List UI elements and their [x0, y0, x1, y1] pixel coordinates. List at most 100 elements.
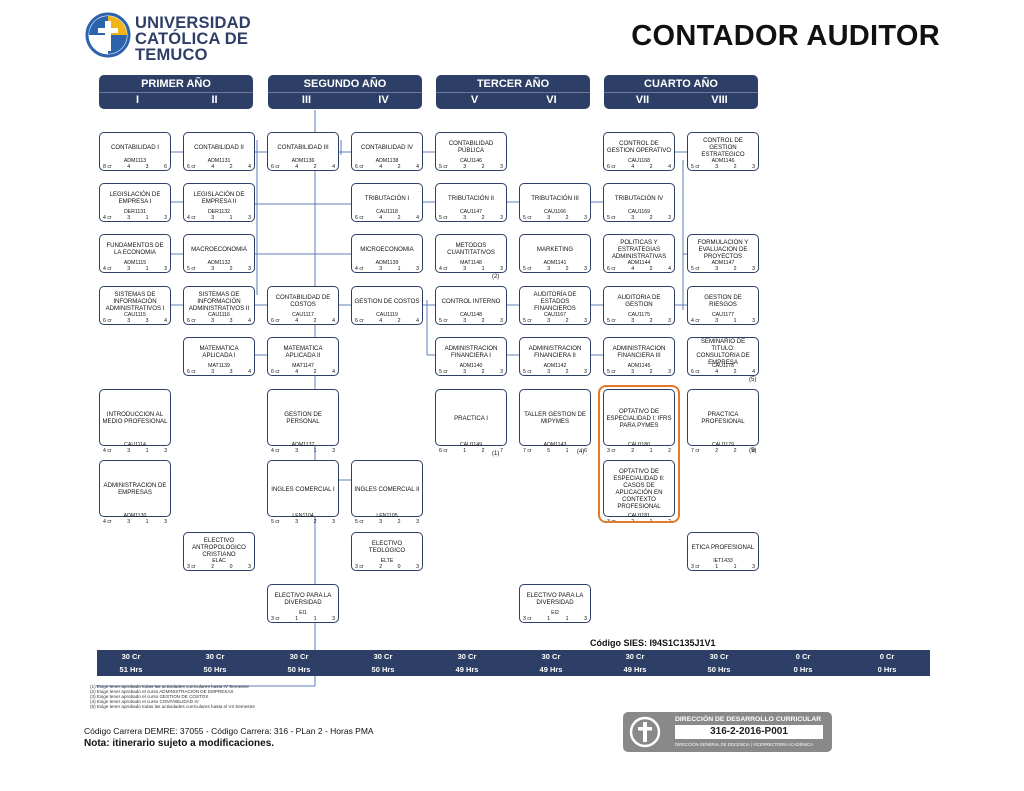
course-code: CAU1177 — [711, 312, 735, 318]
course-code: ADM1130 — [123, 513, 147, 519]
course-hours-1: 3 — [211, 215, 215, 221]
course-box[interactable]: SEMINARIO DE TITULO: CONSULTORIA DE EMPR… — [687, 337, 759, 376]
course-hours-3: 3 — [332, 519, 335, 525]
course-name: ETICA PROFESIONAL — [691, 543, 755, 551]
course-box[interactable]: SISTEMAS DE INFORMACIÓN ADMINISTRATIVOS … — [183, 286, 255, 325]
course-credits: 5 cr — [523, 318, 532, 324]
course-hours-1: 4 — [127, 164, 131, 170]
course-name: GESTION DE COSTOS — [354, 297, 420, 305]
course-hours-2: 2 — [733, 266, 737, 272]
course-box[interactable]: SISTEMAS DE INFORMACIÓN ADMINISTRATIVOS … — [99, 286, 171, 325]
course-hours-1: 3 — [127, 318, 131, 324]
course-code: ELTE — [380, 558, 394, 564]
course-credits: 5 cr — [691, 266, 700, 272]
course-hours-1: 5 — [547, 448, 551, 454]
course-code: CAU1149 — [459, 442, 483, 448]
carrera-code-line: Código Carrera DEMRE: 37055 - Código Car… — [84, 726, 374, 736]
course-credits: 6 cr — [271, 369, 280, 375]
university-line-3: TEMUCO — [135, 46, 208, 64]
course-code: CAU1166 — [543, 209, 567, 215]
course-name: PRACTICA PROFESIONAL — [701, 411, 745, 425]
course-credits: 4 cr — [103, 215, 112, 221]
course-name: MATEMATICA APLICADA II — [283, 345, 323, 359]
course-hours-1: 3 — [547, 318, 551, 324]
course-code: CAU1168 — [627, 158, 651, 164]
course-box[interactable]: OPTATIVO DE ESPECIALIDAD I: IFRS PARA PY… — [603, 389, 675, 454]
semester-hours-total: 50 Hrs — [287, 665, 311, 674]
course-credits: 3 cr — [187, 564, 196, 570]
course-hours-2: 2 — [481, 369, 485, 375]
course-hours-3: 3 — [584, 318, 587, 324]
course-hours-2: 1 — [229, 215, 233, 221]
course-code: CAU1119 — [376, 312, 398, 318]
course-hours-2: 2 — [649, 369, 653, 375]
course-credits: 4 cr — [103, 448, 112, 454]
note-line: (1) Exige tener aprobado todas las activ… — [90, 684, 249, 689]
course-box[interactable]: OPTATIVO DE ESPECIALIDAD II: CASOS DE AP… — [603, 460, 675, 525]
course-hours-1: 3 — [379, 266, 383, 272]
course-hours-1: 1 — [463, 448, 467, 454]
course-hours-2: 3 — [145, 318, 149, 324]
course-credits: 3 cr — [607, 448, 616, 454]
course-credits: 6 cr — [607, 266, 616, 272]
course-credits: 5 cr — [439, 318, 448, 324]
course-hours-2: 2 — [733, 448, 737, 454]
course-code: ELAC — [212, 558, 226, 564]
course-name: ADMINISTRACION FINANCIERA III — [612, 345, 666, 359]
course-hours-3: 3 — [248, 266, 251, 272]
course-code: LEN1105 — [376, 513, 398, 519]
sies-code: Código SIES: I94S1C135J1V1 — [590, 638, 716, 648]
course-code: ADM1141 — [543, 260, 567, 266]
course-credits: 6 cr — [271, 164, 280, 170]
course-hours-3: 4 — [332, 318, 335, 324]
